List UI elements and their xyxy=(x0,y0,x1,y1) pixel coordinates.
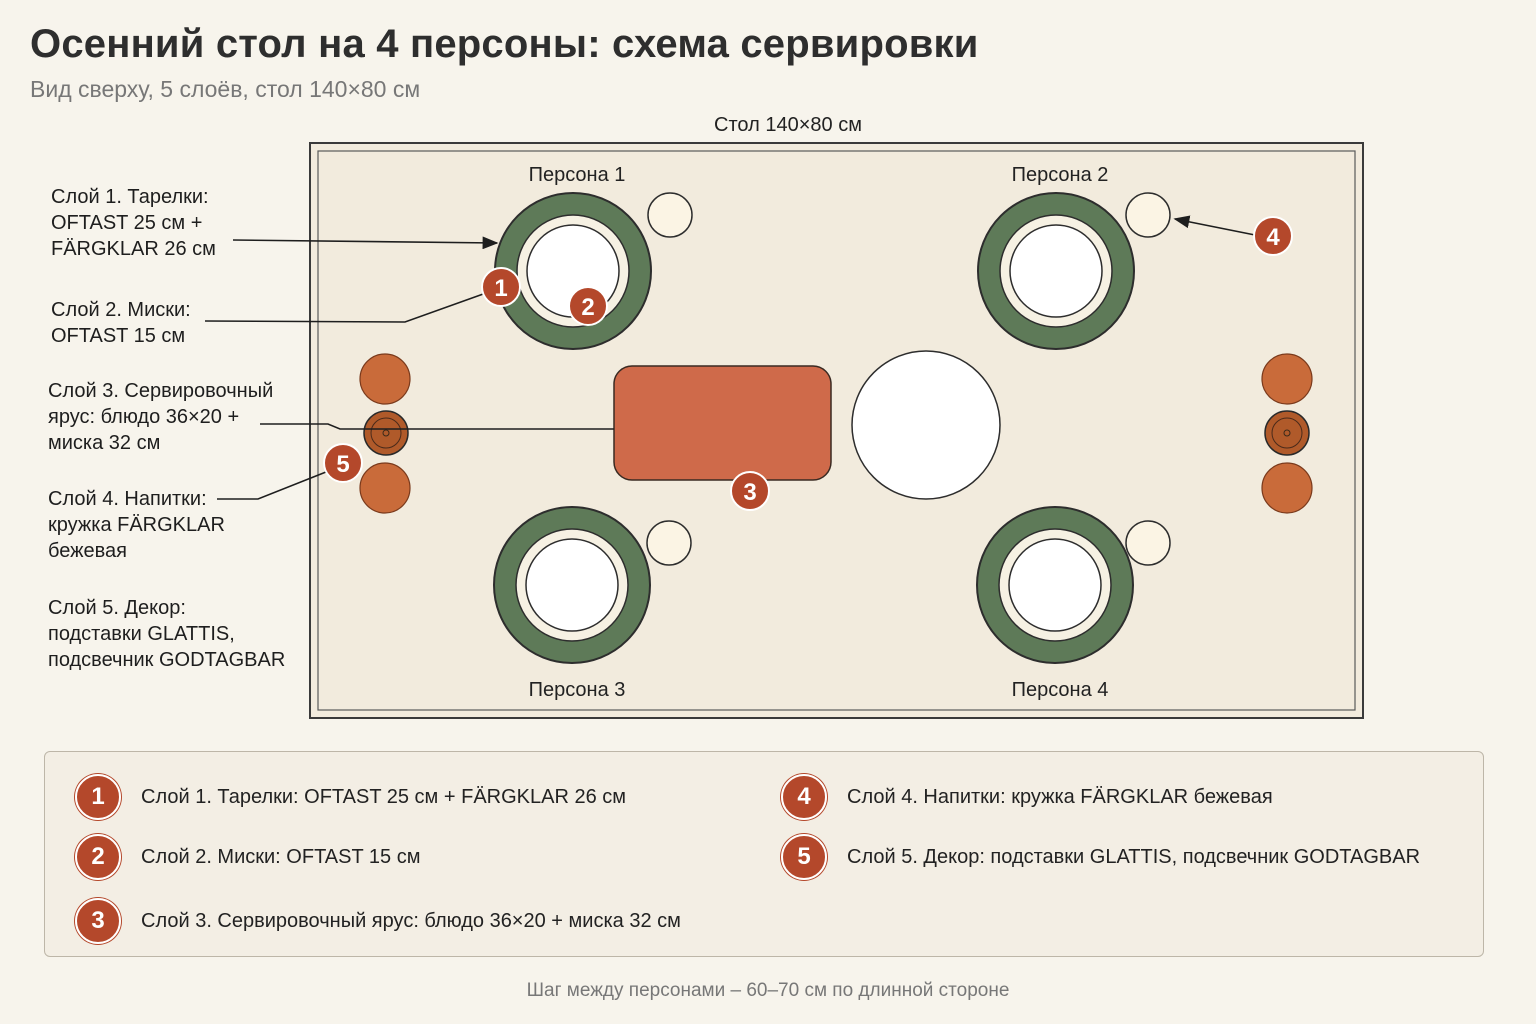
badge-2: 2 xyxy=(568,286,608,326)
place-setting-3 xyxy=(493,506,692,664)
place-setting-4 xyxy=(976,506,1171,664)
legend-badge: 2 xyxy=(75,834,121,880)
place-setting-2 xyxy=(977,192,1171,350)
mug xyxy=(647,192,693,238)
coaster xyxy=(359,353,411,405)
leader-line-mug xyxy=(1173,215,1256,236)
side-label-layer-4: Слой 4. Напитки: кружка FÄRGKLAR бежевая xyxy=(48,488,225,562)
bowl xyxy=(525,538,619,632)
legend-text: Слой 5. Декор: подставки GLATTIS, подсве… xyxy=(847,845,1421,868)
leader-line-layer-3 xyxy=(260,423,614,430)
leader-line-layer-4 xyxy=(217,469,332,500)
coaster xyxy=(1261,353,1313,405)
mug xyxy=(646,520,692,566)
badge-1: 1 xyxy=(481,267,521,307)
badge-4: 4 xyxy=(1253,216,1293,256)
legend-text: Слой 1. Тарелки: OFTAST 25 см + FÄRGKLAR… xyxy=(141,785,627,808)
mug xyxy=(1125,520,1171,566)
table-inner-border xyxy=(317,150,1356,711)
page-title: Осенний стол на 4 персоны: схема сервиро… xyxy=(30,22,979,66)
badge-number: 5 xyxy=(336,451,349,478)
bowl xyxy=(1008,538,1102,632)
legend-text: Слой 3. Сервировочный ярус: блюдо 36×20 … xyxy=(141,909,681,932)
badge-3: 3 xyxy=(730,471,770,511)
badge-number: 1 xyxy=(494,275,507,302)
legend-badge: 1 xyxy=(75,774,121,820)
side-label-layer-2: Слой 2. Миски: OFTAST 15 см xyxy=(51,299,191,347)
badge-number: 4 xyxy=(1266,224,1280,251)
legend-item-5: 5 Слой 5. Декор: подставки GLATTIS, подс… xyxy=(781,834,1420,880)
legend-text: Слой 4. Напитки: кружка FÄRGKLAR бежевая xyxy=(847,785,1273,808)
persona-label: Персона 3 xyxy=(529,679,626,701)
legend-text: Слой 2. Миски: OFTAST 15 см xyxy=(141,845,421,868)
legend-item-3: 3 Слой 3. Сервировочный ярус: блюдо 36×2… xyxy=(75,898,681,944)
decor-left xyxy=(359,353,411,514)
serving-dish xyxy=(613,365,832,481)
place-setting-1 xyxy=(494,192,693,350)
candle-holder xyxy=(1264,410,1310,456)
persona-label: Персона 2 xyxy=(1012,164,1109,186)
persona-label: Персона 4 xyxy=(1012,679,1109,701)
leader-line-layer-2 xyxy=(204,292,487,323)
coaster xyxy=(1261,462,1313,514)
serving-bowl xyxy=(851,350,1001,500)
side-label-layer-3: Слой 3. Сервировочный ярус: блюдо 36×20 … xyxy=(48,380,274,454)
side-label-layer-1: Слой 1. Тарелки: OFTAST 25 см + FÄRGKLAR… xyxy=(51,186,216,260)
mug xyxy=(1125,192,1171,238)
badge-number: 2 xyxy=(581,294,594,321)
coaster xyxy=(359,462,411,514)
side-label-layer-5: Слой 5. Декор: подставки GLATTIS, подсве… xyxy=(48,597,286,671)
decor-right xyxy=(1261,353,1313,514)
legend-item-4: 4 Слой 4. Напитки: кружка FÄRGKLAR бежев… xyxy=(781,774,1273,820)
legend-badge: 4 xyxy=(781,774,827,820)
table-caption: Стол 140×80 см xyxy=(714,114,862,136)
legend-item-1: 1 Слой 1. Тарелки: OFTAST 25 см + FÄRGKL… xyxy=(75,774,626,820)
table-outer-border xyxy=(309,142,1364,719)
candle-wick xyxy=(382,429,390,437)
bowl xyxy=(1009,224,1103,318)
badge-5: 5 xyxy=(323,443,363,483)
candle-holder-inner xyxy=(1271,417,1303,449)
legend-badge: 3 xyxy=(75,898,121,944)
badge-number: 3 xyxy=(743,479,756,506)
legend-item-2: 2 Слой 2. Миски: OFTAST 15 см xyxy=(75,834,420,880)
leader-line-layer-1 xyxy=(232,236,499,250)
legend-badge: 5 xyxy=(781,834,827,880)
persona-label: Персона 1 xyxy=(529,164,626,186)
candle-wick xyxy=(1283,429,1291,437)
legend-panel: 1 Слой 1. Тарелки: OFTAST 25 см + FÄRGKL… xyxy=(44,751,1484,957)
candle-holder xyxy=(363,410,409,456)
page-subtitle: Вид сверху, 5 слоёв, стол 140×80 см xyxy=(30,76,421,102)
candle-holder-inner xyxy=(370,417,402,449)
footnote: Шаг между персонами – 60–70 см по длинно… xyxy=(526,980,1010,1001)
